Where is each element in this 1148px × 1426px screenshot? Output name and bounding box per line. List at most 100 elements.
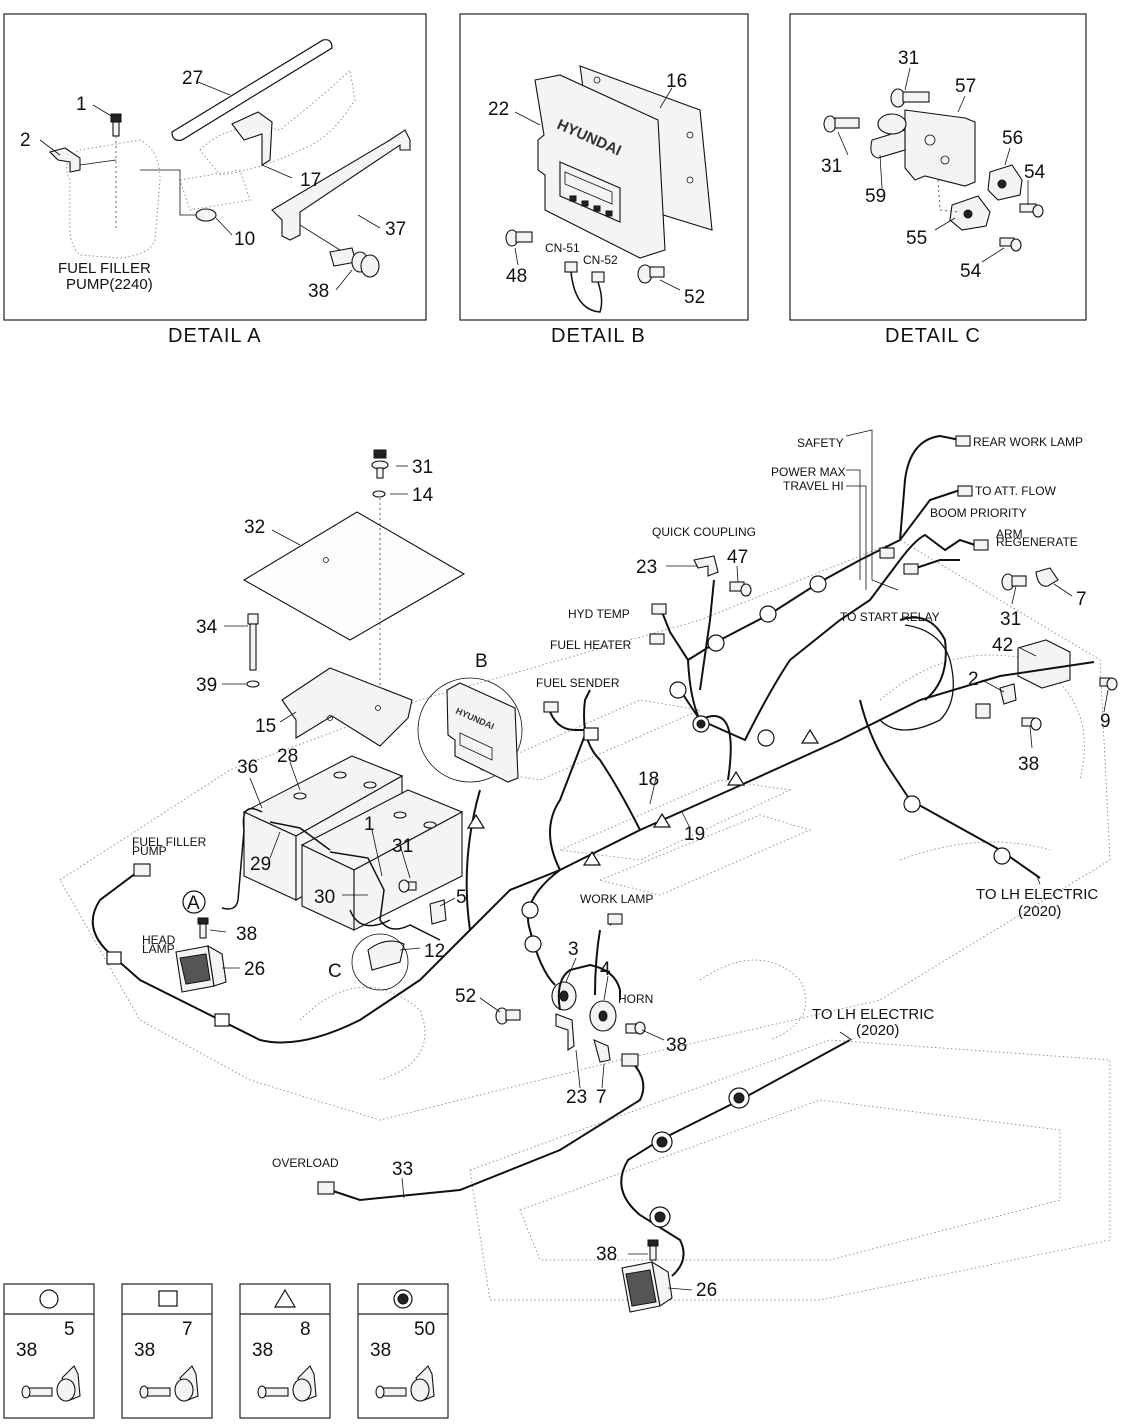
connector-fuel-sender — [543, 701, 559, 713]
legend: 38 5 38 7 38 8 — [3, 1283, 449, 1419]
legend-4-bolt: 38 — [370, 1340, 391, 1361]
part-number-16: 16 — [666, 71, 687, 92]
label-to-lh-electric-upper: TO LH ELECTRIC — [976, 886, 1098, 903]
washer-39 — [246, 680, 260, 688]
part-number-31-cover: 31 — [412, 457, 433, 478]
bolt-31-battery — [398, 879, 417, 893]
part-number-32: 32 — [244, 517, 265, 538]
part-number-29: 29 — [250, 854, 271, 875]
main-assembly: HYUNDAI — [59, 429, 1118, 1313]
connector-work-lamp — [607, 913, 623, 925]
part-number-31-left: 31 — [821, 156, 842, 177]
wiring-harness — [91, 434, 1095, 1277]
part-number-42: 42 — [992, 635, 1013, 656]
label-work-lamp: WORK LAMP — [580, 892, 653, 906]
part-number-2: 2 — [20, 130, 31, 151]
legend-item-square: 38 7 — [121, 1283, 213, 1419]
label-hyd-temp: HYD TEMP — [568, 607, 630, 621]
callout-b-text: B — [475, 651, 488, 672]
connector-cn-51 — [564, 261, 578, 273]
detail-c-caption: DETAIL C — [885, 325, 981, 347]
ring-10 — [195, 208, 217, 222]
label-to-att-flow: TO ATT. FLOW — [975, 484, 1057, 498]
bolt-52-horn — [495, 1007, 521, 1025]
harness-clip-markers — [106, 575, 1011, 1228]
machine-frame-ghost — [59, 539, 1111, 1301]
part-number-12: 12 — [424, 941, 445, 962]
label-boom-priority: BOOM PRIORITY — [930, 506, 1027, 520]
part-number-10: 10 — [234, 229, 255, 250]
bolt-38-right — [1021, 717, 1042, 731]
detail-a: 27 1 2 17 10 37 38 FUEL FILLER PUMP(2240… — [3, 13, 427, 347]
callout-a-text: A — [187, 893, 200, 914]
label-fuel-heater: FUEL HEATER — [550, 638, 632, 652]
legend-1-clip: 5 — [64, 1319, 75, 1340]
part-number-2-main: 2 — [968, 669, 979, 690]
part-number-4: 4 — [600, 959, 611, 980]
label-travel-hi: TRAVEL HI — [783, 479, 844, 493]
part-number-31-right: 31 — [1000, 609, 1021, 630]
clip-5-main — [429, 899, 447, 925]
fuel-filler-pump-label: PUMP(2240) — [66, 276, 153, 293]
connector-horn — [621, 1053, 639, 1067]
label-head: HEAD — [142, 933, 176, 947]
label-rear-work-lamp: REAR WORK LAMP — [973, 435, 1083, 449]
part-number-47: 47 — [727, 547, 748, 568]
legend-item-filled-circle: 38 50 — [357, 1283, 449, 1419]
clip-2-main — [999, 683, 1017, 705]
detail-b-caption: DETAIL B — [551, 325, 646, 347]
connector-boom-priority-2 — [903, 563, 919, 575]
detail-c-frame — [789, 13, 1087, 321]
connector-hyd-temp — [651, 603, 667, 615]
part-number-38-right: 38 — [1018, 754, 1039, 775]
bolt-31-right — [1001, 573, 1027, 591]
clip-12 — [351, 933, 409, 991]
bolt-34 — [247, 613, 259, 671]
clip-7-right — [1035, 567, 1059, 587]
part-number-18: 18 — [638, 769, 659, 790]
part-number-31-battery: 31 — [392, 836, 413, 857]
label-to-lh-electric-lower: TO LH ELECTRIC — [812, 1006, 934, 1023]
bracket-57 — [904, 109, 976, 187]
connector-fuel-heater — [649, 633, 665, 645]
connector-arm-regenerate — [973, 539, 989, 551]
part-number-39: 39 — [196, 675, 217, 696]
part-number-22: 22 — [488, 99, 509, 120]
legend-2-clip: 7 — [182, 1319, 193, 1340]
label-horn: HORN — [618, 992, 653, 1006]
work-lamp-26-bottom — [621, 1260, 673, 1313]
part-number-48: 48 — [506, 266, 527, 287]
bolt-31-top — [890, 88, 930, 108]
leader-lines — [209, 465, 1109, 1291]
connector-boom-priority-1 — [879, 547, 895, 559]
part-number-7-right: 7 — [1076, 589, 1087, 610]
part-number-54-lower: 54 — [960, 261, 982, 282]
label-safety: SAFETY — [797, 436, 844, 450]
part-number-30: 30 — [314, 887, 335, 908]
horn-4 — [589, 1000, 617, 1032]
part-number-5-main: 5 — [456, 887, 467, 908]
part-number-56: 56 — [1002, 128, 1023, 149]
legend-item-triangle: 38 8 — [239, 1283, 331, 1419]
callout-c-text: C — [328, 961, 342, 982]
label-lamp: LAMP — [142, 942, 175, 956]
screw-52 — [637, 264, 665, 284]
head-lamp-26-left — [175, 944, 227, 993]
cover-plate-32 — [242, 511, 466, 641]
legend-4-clip: 50 — [414, 1319, 435, 1340]
label-quick-coupling: QUICK COUPLING — [652, 525, 756, 539]
detail-a-frame — [3, 13, 427, 321]
legend-item-circle: 38 5 — [3, 1283, 95, 1419]
label-overload: OVERLOAD — [272, 1156, 339, 1170]
part-number-52: 52 — [684, 287, 705, 308]
part-number-38-horn: 38 — [666, 1035, 687, 1056]
part-number-1: 1 — [76, 94, 87, 115]
bracket-17 — [231, 111, 273, 166]
cn-52-label: CN-52 — [583, 253, 618, 267]
part-number-27: 27 — [182, 68, 203, 89]
label-fuel-sender: FUEL SENDER — [536, 676, 620, 690]
bolt-38-headlamp — [197, 917, 209, 939]
detail-c: 31 57 31 56 54 59 55 54 DETAIL C — [789, 13, 1087, 347]
bolt-47 — [729, 581, 752, 597]
label-to-lh-electric-upper-code: (2020) — [1018, 903, 1061, 920]
